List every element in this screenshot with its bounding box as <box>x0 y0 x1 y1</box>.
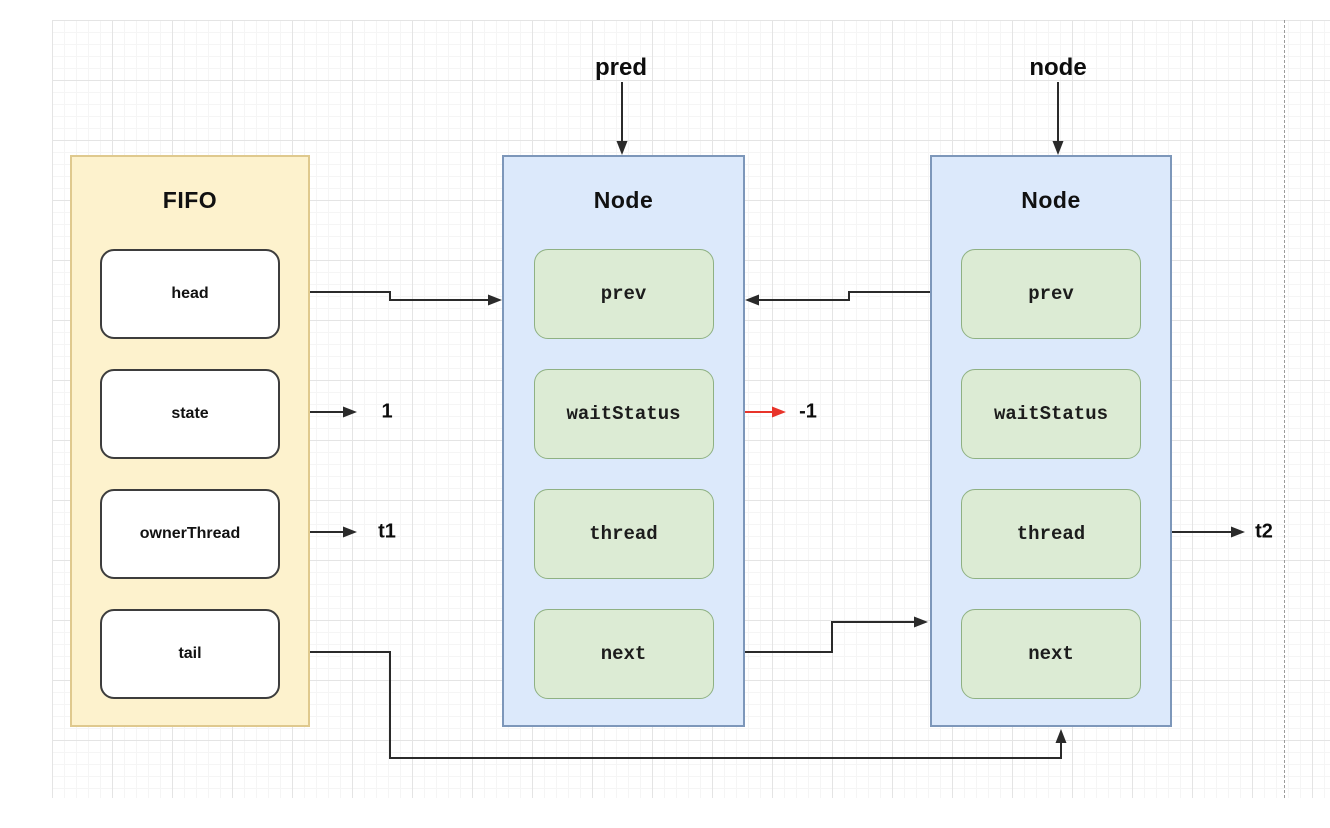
pred-pointer-label: pred <box>594 54 648 81</box>
edge-next-to-node2 <box>712 621 914 653</box>
node1-field-thread: thread <box>533 489 714 579</box>
node1-field-prev: prev <box>533 249 714 339</box>
node1-box: Node prev waitStatus thread next <box>502 155 745 727</box>
edge-head-to-prev <box>283 291 488 301</box>
fifo-box: FIFO head state ownerThread tail <box>70 155 310 727</box>
arrowhead-waitstatus <box>772 406 786 418</box>
node-pointer-label: node <box>1029 54 1087 81</box>
node1-field-next: next <box>533 609 714 699</box>
node2-title: Node <box>1021 187 1081 213</box>
waitstatus-value-label: -1 <box>799 400 817 423</box>
state-value-label: 1 <box>381 400 393 423</box>
arrowhead-tail <box>1055 729 1067 743</box>
node1-title: Node <box>593 187 654 213</box>
arrowhead-state <box>343 406 357 418</box>
fifo-field-ownerthread: ownerThread <box>100 489 280 579</box>
node2-field-waitstatus: waitStatus <box>961 369 1141 459</box>
arrowhead-node <box>1052 141 1064 155</box>
fifo-field-state: state <box>100 369 280 459</box>
edge-tail-to-node2 <box>283 651 1062 759</box>
node1-field-waitstatus: waitStatus <box>533 369 714 459</box>
edge-prev2-to-node1 <box>759 291 960 301</box>
arrowhead-thread <box>1231 526 1245 538</box>
thread-value-label: t2 <box>1255 520 1273 543</box>
node2-field-prev: prev <box>961 249 1141 339</box>
node2-field-next: next <box>961 609 1141 699</box>
arrowhead-ownerthread <box>343 526 357 538</box>
arrowhead-head <box>488 294 502 306</box>
ownerthread-value-label: t1 <box>378 520 396 543</box>
arrowhead-prev2 <box>745 294 759 306</box>
node2-field-thread: thread <box>961 489 1141 579</box>
node2-box: Node prev waitStatus thread next <box>930 155 1172 727</box>
arrowhead-next <box>914 616 928 628</box>
arrowhead-pred <box>616 141 628 155</box>
fifo-field-head: head <box>100 249 280 339</box>
fifo-field-tail: tail <box>100 609 280 699</box>
page-break-line <box>1284 20 1285 798</box>
fifo-title: FIFO <box>162 187 218 213</box>
